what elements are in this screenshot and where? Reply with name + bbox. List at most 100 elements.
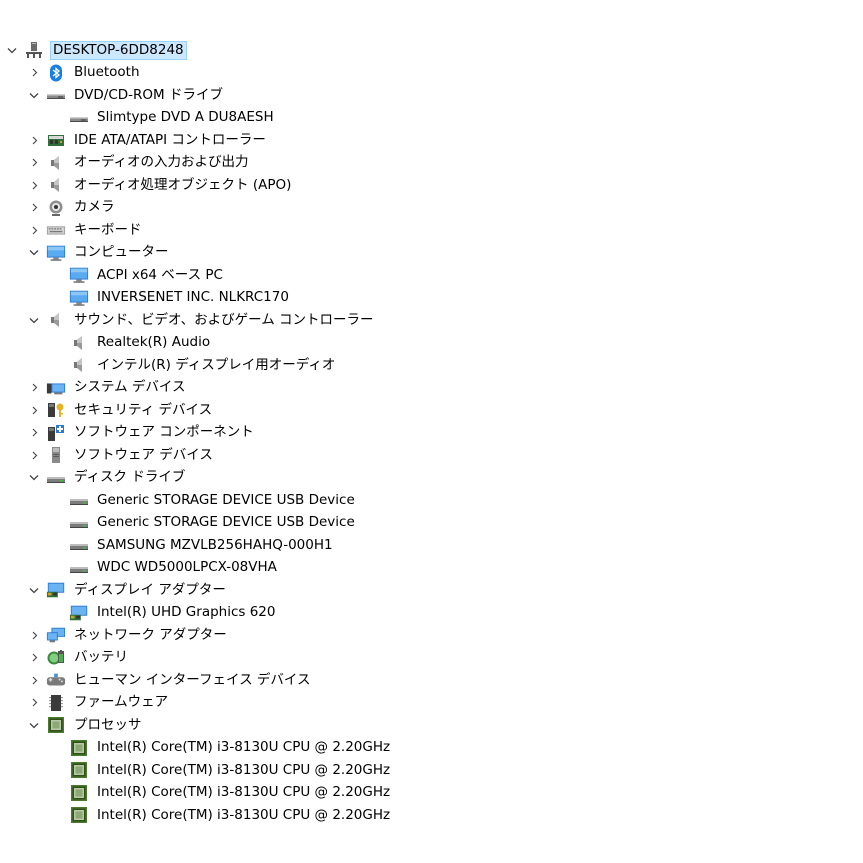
tree-category-node[interactable]: バッテリ [0, 647, 863, 670]
tree-node-label[interactable]: Realtek(R) Audio [97, 334, 211, 351]
tree-device-node[interactable]: Intel(R) Core(TM) i3-8130U CPU @ 2.20GHz [0, 804, 863, 827]
tree-device-node[interactable]: インテル(R) ディスプレイ用オーディオ [0, 354, 863, 377]
tree-node-label[interactable]: バッテリ [74, 649, 128, 666]
chevron-right-icon[interactable] [28, 399, 40, 422]
chevron-right-icon[interactable] [28, 669, 40, 692]
chevron-right-icon[interactable] [28, 647, 40, 670]
tree-node-label[interactable]: システム デバイス [74, 379, 186, 396]
expander-spacer [51, 264, 63, 287]
chevron-right-icon[interactable] [28, 219, 40, 242]
tree-node-label[interactable]: WDC WD5000LPCX-08VHA [97, 559, 277, 576]
tree-node-label[interactable]: ヒューマン インターフェイス デバイス [74, 671, 311, 688]
speaker-icon [46, 310, 66, 330]
tree-category-node[interactable]: ディスプレイ アダプター [0, 579, 863, 602]
chevron-right-icon[interactable] [28, 422, 40, 445]
chevron-right-icon[interactable] [28, 624, 40, 647]
tree-node-label[interactable]: Intel(R) Core(TM) i3-8130U CPU @ 2.20GHz [97, 784, 391, 801]
tree-device-node[interactable]: INVERSENET INC. NLKRC170 [0, 287, 863, 310]
tree-node-label[interactable]: Intel(R) Core(TM) i3-8130U CPU @ 2.20GHz [97, 761, 391, 778]
tree-category-node[interactable]: IDE ATA/ATAPI コントローラー [0, 129, 863, 152]
tree-device-node[interactable]: Generic STORAGE DEVICE USB Device [0, 489, 863, 512]
tree-node-label[interactable]: IDE ATA/ATAPI コントローラー [74, 131, 266, 148]
chevron-down-icon[interactable] [28, 714, 40, 737]
chevron-right-icon[interactable] [28, 692, 40, 715]
tree-category-node[interactable]: ソフトウェア コンポーネント [0, 422, 863, 445]
tree-category-node[interactable]: オーディオ処理オブジェクト (APO) [0, 174, 863, 197]
tree-node-label[interactable]: プロセッサ [74, 716, 142, 733]
tree-node-label[interactable]: ACPI x64 ベース PC [97, 266, 223, 283]
tree-node-label[interactable]: DESKTOP-6DD8248 [50, 40, 187, 60]
chevron-right-icon[interactable] [28, 129, 40, 152]
chevron-right-icon[interactable] [28, 444, 40, 467]
tree-device-node[interactable]: ACPI x64 ベース PC [0, 264, 863, 287]
tree-node-label[interactable]: ネットワーク アダプター [74, 626, 227, 643]
tree-root-node[interactable]: DESKTOP-6DD8248 [0, 39, 863, 62]
tree-node-label[interactable]: キーボード [74, 221, 142, 238]
tree-category-node[interactable]: ソフトウェア デバイス [0, 444, 863, 467]
chevron-right-icon[interactable] [28, 174, 40, 197]
chevron-right-icon[interactable] [28, 62, 40, 85]
tree-node-label[interactable]: Intel(R) Core(TM) i3-8130U CPU @ 2.20GHz [97, 739, 391, 756]
system-devices-icon [46, 378, 66, 398]
tree-device-node[interactable]: Realtek(R) Audio [0, 332, 863, 355]
tree-device-node[interactable]: Generic STORAGE DEVICE USB Device [0, 512, 863, 535]
tree-node-label[interactable]: Slimtype DVD A DU8AESH [97, 109, 274, 126]
tree-device-node[interactable]: Slimtype DVD A DU8AESH [0, 107, 863, 130]
tree-node-label[interactable]: Intel(R) Core(TM) i3-8130U CPU @ 2.20GHz [97, 806, 391, 823]
tree-node-label[interactable]: ソフトウェア デバイス [74, 446, 213, 463]
monitor-icon [69, 288, 89, 308]
tree-category-node[interactable]: コンピューター [0, 242, 863, 265]
tree-category-node[interactable]: システム デバイス [0, 377, 863, 400]
tree-node-label[interactable]: オーディオ処理オブジェクト (APO) [74, 176, 292, 193]
tree-node-label[interactable]: DVD/CD-ROM ドライブ [74, 86, 223, 103]
tree-category-node[interactable]: カメラ [0, 197, 863, 220]
chevron-down-icon[interactable] [28, 467, 40, 490]
chevron-right-icon[interactable] [28, 152, 40, 175]
tree-node-label[interactable]: ソフトウェア コンポーネント [74, 424, 254, 441]
tree-node-label[interactable]: カメラ [74, 199, 115, 216]
chevron-down-icon[interactable] [6, 39, 18, 62]
tree-category-node[interactable]: ネットワーク アダプター [0, 624, 863, 647]
tree-category-node[interactable]: プロセッサ [0, 714, 863, 737]
tree-node-label[interactable]: INVERSENET INC. NLKRC170 [97, 289, 289, 306]
tree-node-label[interactable]: セキュリティ デバイス [74, 401, 213, 418]
tree-category-node[interactable]: セキュリティ デバイス [0, 399, 863, 422]
optical-drive-icon [46, 85, 66, 105]
tree-node-label[interactable]: Bluetooth [74, 64, 140, 81]
tree-node-label[interactable]: Intel(R) UHD Graphics 620 [97, 604, 276, 621]
tree-category-node[interactable]: ファームウェア [0, 692, 863, 715]
tree-device-node[interactable]: Intel(R) Core(TM) i3-8130U CPU @ 2.20GHz [0, 782, 863, 805]
tree-device-node[interactable]: Intel(R) UHD Graphics 620 [0, 602, 863, 625]
tree-node-label[interactable]: サウンド、ビデオ、およびゲーム コントローラー [74, 311, 374, 328]
tree-category-node[interactable]: DVD/CD-ROM ドライブ [0, 84, 863, 107]
tree-node-label[interactable]: ディスプレイ アダプター [74, 581, 226, 598]
tree-node-label[interactable]: SAMSUNG MZVLB256HAHQ-000H1 [97, 536, 333, 553]
tree-node-label[interactable]: ファームウェア [74, 694, 169, 711]
tree-device-node[interactable]: WDC WD5000LPCX-08VHA [0, 557, 863, 580]
chevron-down-icon[interactable] [28, 242, 40, 265]
tree-category-node[interactable]: オーディオの入力および出力 [0, 152, 863, 175]
tree-category-node[interactable]: ディスク ドライブ [0, 467, 863, 490]
tree-node-label[interactable]: Generic STORAGE DEVICE USB Device [97, 514, 355, 531]
chevron-down-icon[interactable] [28, 309, 40, 332]
tree-category-node[interactable]: Bluetooth [0, 62, 863, 85]
tree-category-node[interactable]: サウンド、ビデオ、およびゲーム コントローラー [0, 309, 863, 332]
expander-spacer [51, 534, 63, 557]
chevron-down-icon[interactable] [28, 84, 40, 107]
tree-node-label[interactable]: インテル(R) ディスプレイ用オーディオ [97, 356, 336, 373]
tree-node-label[interactable]: コンピューター [74, 244, 169, 261]
tree-node-label[interactable]: オーディオの入力および出力 [74, 154, 249, 171]
tree-device-node[interactable]: SAMSUNG MZVLB256HAHQ-000H1 [0, 534, 863, 557]
tree-node-label[interactable]: Generic STORAGE DEVICE USB Device [97, 491, 355, 508]
tree-category-node[interactable]: ヒューマン インターフェイス デバイス [0, 669, 863, 692]
chevron-right-icon[interactable] [28, 377, 40, 400]
expander-spacer [51, 332, 63, 355]
display-adapter-icon [69, 603, 89, 623]
tree-device-node[interactable]: Intel(R) Core(TM) i3-8130U CPU @ 2.20GHz [0, 759, 863, 782]
chevron-right-icon[interactable] [28, 197, 40, 220]
tree-category-node[interactable]: キーボード [0, 219, 863, 242]
tree-device-node[interactable]: Intel(R) Core(TM) i3-8130U CPU @ 2.20GHz [0, 737, 863, 760]
chevron-down-icon[interactable] [28, 579, 40, 602]
tree-node-label[interactable]: ディスク ドライブ [74, 469, 186, 486]
